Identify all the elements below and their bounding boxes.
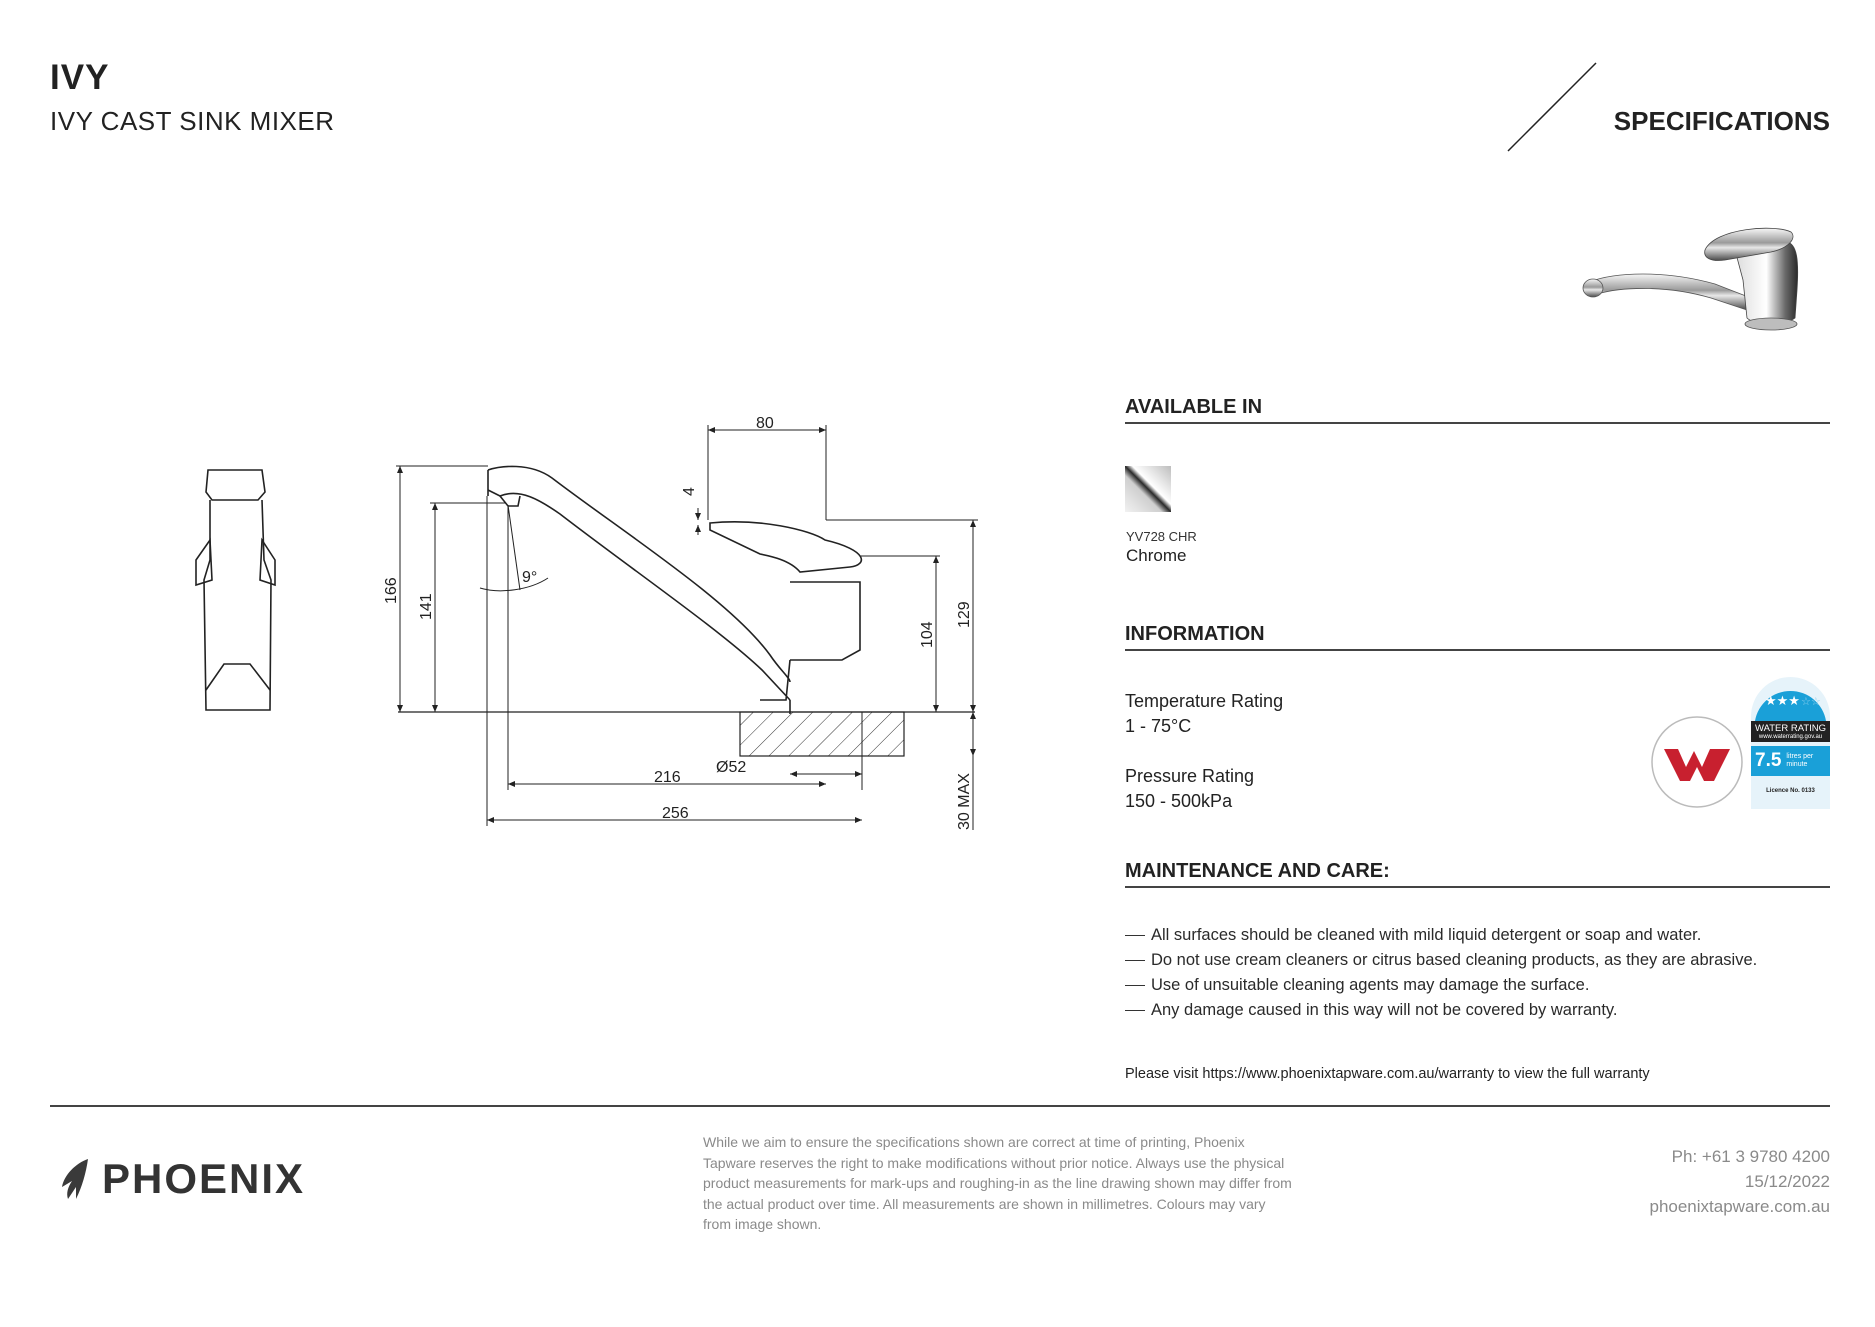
maintenance-item-4: Any damage caused in this way will not b… [1151, 1001, 1618, 1019]
dim-256: 256 [662, 805, 689, 822]
dim-216: 216 [654, 769, 681, 786]
wels-stars-icon: ★★★ ☆☆ [1755, 690, 1826, 721]
wels-website: www.waterrating.gov.au [1751, 734, 1830, 742]
dim-129: 129 [956, 601, 973, 628]
phoenix-bird-icon [62, 1159, 88, 1199]
pressure-rating-label: Pressure Rating [1125, 766, 1255, 786]
technical-drawing: 80 4 166 141 9° 104 129 216 Ø52 256 30 M… [195, 415, 978, 830]
warranty-suffix: to view the full warranty [1494, 1066, 1650, 1082]
list-item: Any damage caused in this way will not b… [1125, 1001, 1618, 1020]
dim-166: 166 [383, 577, 400, 604]
svg-text:★★★: ★★★ [1765, 694, 1800, 709]
watermark-w-icon [1651, 716, 1743, 808]
dim-80: 80 [756, 415, 774, 432]
wels-unit: litres per minute [1786, 753, 1814, 768]
finish-name: Chrome [1126, 546, 1187, 565]
information-heading: INFORMATION [1125, 623, 1265, 645]
drawing-dimension-labels: 80 4 166 141 9° 104 129 216 Ø52 256 30 M… [383, 415, 973, 830]
contact-phone: Ph: +61 3 9780 4200 [1671, 1147, 1830, 1166]
dim-141: 141 [418, 593, 435, 620]
side-view [487, 465, 862, 714]
wels-water-rating-badge: ★★★ ☆☆ WATER RATING www.waterrating.gov.… [1751, 677, 1830, 809]
maintenance-item-3: Use of unsuitable cleaning agents may da… [1151, 976, 1590, 994]
finish-code: YV728 CHR [1126, 529, 1197, 544]
specifications-heading: SPECIFICATIONS [1613, 106, 1830, 136]
warranty-prefix: Please visit [1125, 1066, 1203, 1082]
available-in-heading: AVAILABLE IN [1125, 396, 1263, 418]
dim-104: 104 [919, 621, 936, 648]
temperature-rating-value: 1 - 75°C [1125, 716, 1192, 736]
disclaimer-text: While we aim to ensure the specification… [703, 1134, 1292, 1232]
available-in-rule [1125, 422, 1830, 424]
website-link[interactable]: phoenixtapware.com.au [1649, 1197, 1830, 1216]
list-item: All surfaces should be cleaned with mild… [1125, 926, 1701, 945]
front-view [195, 469, 276, 711]
wels-heading: WATER RATING [1751, 721, 1830, 734]
dim-30-max: 30 MAX [956, 773, 973, 830]
dim-52-diameter: Ø52 [716, 759, 746, 776]
maintenance-heading: MAINTENANCE AND CARE: [1125, 860, 1390, 882]
document-date: 15/12/2022 [1744, 1172, 1830, 1191]
maintenance-item-1: All surfaces should be cleaned with mild… [1151, 926, 1702, 944]
brand-title: IVY [50, 58, 110, 97]
warranty-note: Please visit https://www.phoenixtapware.… [1125, 1066, 1650, 1082]
header-slash-divider [1507, 62, 1597, 152]
chrome-swatch-icon [1125, 466, 1171, 512]
warranty-link[interactable]: https://www.phoenixtapware.com.au/warran… [1202, 1066, 1495, 1082]
maintenance-item-2: Do not use cream cleaners or citrus base… [1151, 951, 1758, 969]
footer-rule [50, 1105, 1830, 1107]
wels-licence: Licence No. 0133 [1766, 788, 1815, 794]
phoenix-logo: PHOENIX [58, 1155, 305, 1203]
temperature-rating-label: Temperature Rating [1125, 691, 1284, 711]
dim-4: 4 [681, 487, 698, 496]
logo-text: PHOENIX [102, 1155, 306, 1202]
pressure-rating-value: 150 - 500kPa [1125, 791, 1233, 811]
list-item: Use of unsuitable cleaning agents may da… [1125, 976, 1589, 995]
wels-value: 7.5 [1755, 750, 1782, 771]
product-name: IVY CAST SINK MIXER [50, 106, 335, 136]
svg-text:☆☆: ☆☆ [1801, 695, 1821, 708]
maintenance-rule [1125, 886, 1830, 888]
information-rule [1125, 649, 1830, 651]
list-item: Do not use cream cleaners or citrus base… [1125, 951, 1757, 970]
dim-9-degrees: 9° [522, 569, 537, 586]
product-photo [1582, 227, 1799, 331]
